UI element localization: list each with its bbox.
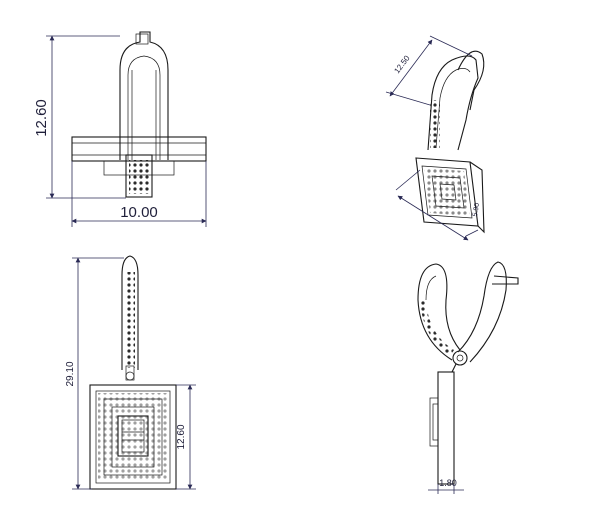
side-view-thickness-label: 1.80	[439, 478, 457, 488]
front-view: 29.10 12.60	[65, 255, 196, 490]
top-view-pendant-bar	[71, 136, 207, 162]
iso-hook-dimension-label: 12.50	[392, 53, 412, 75]
front-view-pendant-frame	[89, 384, 177, 490]
top-view-height-label: 12.60	[33, 99, 50, 137]
side-view-hook-outline	[417, 263, 461, 361]
side-view: 1.80	[417, 261, 519, 494]
iso-hook-outline	[427, 55, 479, 151]
front-view-pendant-height-label: 12.60	[176, 424, 187, 449]
top-view-width-label: 10.00	[120, 204, 158, 221]
front-view-hook-outline	[121, 255, 139, 370]
side-view-pendant	[437, 371, 455, 485]
front-view-total-length-label: 29.10	[65, 361, 76, 386]
isometric-view: 12.50 5.90	[385, 35, 485, 241]
iso-pendant-dimension-label: 5.90	[472, 202, 481, 217]
top-view: 12.60 10.00	[33, 31, 207, 227]
top-view-hook-outline	[119, 31, 169, 160]
